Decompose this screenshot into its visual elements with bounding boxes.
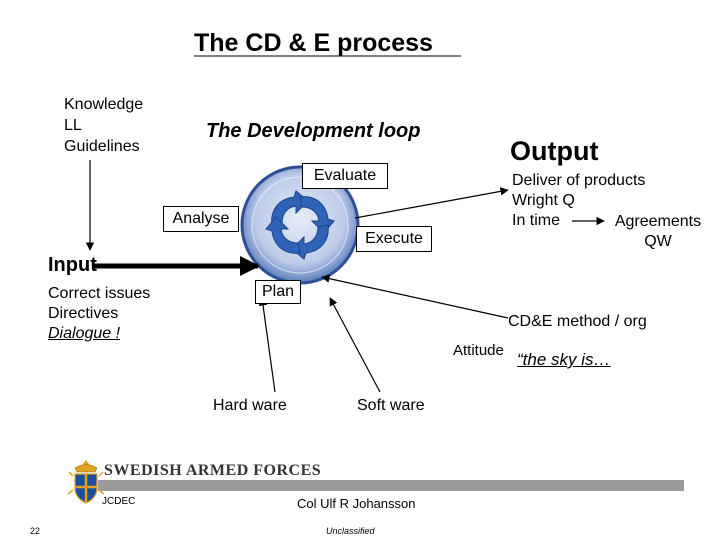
execute-box: Execute <box>356 226 432 252</box>
output-arrow <box>354 187 509 219</box>
attitude-label: Attitude <box>453 342 504 359</box>
software-arrow <box>329 297 381 393</box>
input-line: Dialogue ! <box>48 325 121 342</box>
agreements-list: Agreements QW <box>606 212 710 252</box>
attitude-quote: “the sky is… <box>517 350 611 369</box>
recycle-loop-icon <box>265 190 335 260</box>
knowledge-line: Knowledge <box>64 96 144 113</box>
input-list: Correct issues Directives Dialogue ! <box>48 284 150 344</box>
org-logo-text: SWEDISH ARMED FORCES <box>104 462 322 479</box>
hardware-label: Hard ware <box>213 397 287 414</box>
swedish-crest-icon <box>67 460 105 504</box>
unit-label: JCDEC <box>102 496 136 507</box>
input-line: Correct issues <box>48 285 151 302</box>
hardware-arrow <box>258 297 276 393</box>
page-number: 22 <box>30 526 41 536</box>
input-line: Directives <box>48 305 119 322</box>
output-heading: Output <box>510 136 599 166</box>
method-text: CD&E method / org <box>508 313 647 330</box>
plan-box: Plan <box>255 280 301 304</box>
knowledge-line: LL <box>64 117 82 134</box>
page-title: The CD & E process <box>194 29 433 57</box>
knowledge-list: Knowledge LL Guidelines <box>64 94 143 157</box>
evaluate-box: Evaluate <box>302 163 388 189</box>
loop-title: The Development loop <box>206 120 421 142</box>
output-line: Wright Q <box>512 192 575 209</box>
agreements-line: QW <box>644 233 672 250</box>
agreements-line: Agreements <box>614 213 702 230</box>
software-label: Soft ware <box>357 397 425 414</box>
footer-bar <box>98 480 684 491</box>
analyse-box: Analyse <box>163 206 239 232</box>
input-heading: Input <box>48 254 97 276</box>
classification-label: Unclassified <box>326 526 375 536</box>
method-arrow <box>321 274 509 319</box>
knowledge-line: Guidelines <box>64 138 140 155</box>
author-label: Col Ulf R Johansson <box>297 496 416 511</box>
output-line: In time <box>512 212 561 229</box>
output-list: Deliver of products Wright Q In time <box>512 171 645 231</box>
output-line: Deliver of products <box>512 172 646 189</box>
